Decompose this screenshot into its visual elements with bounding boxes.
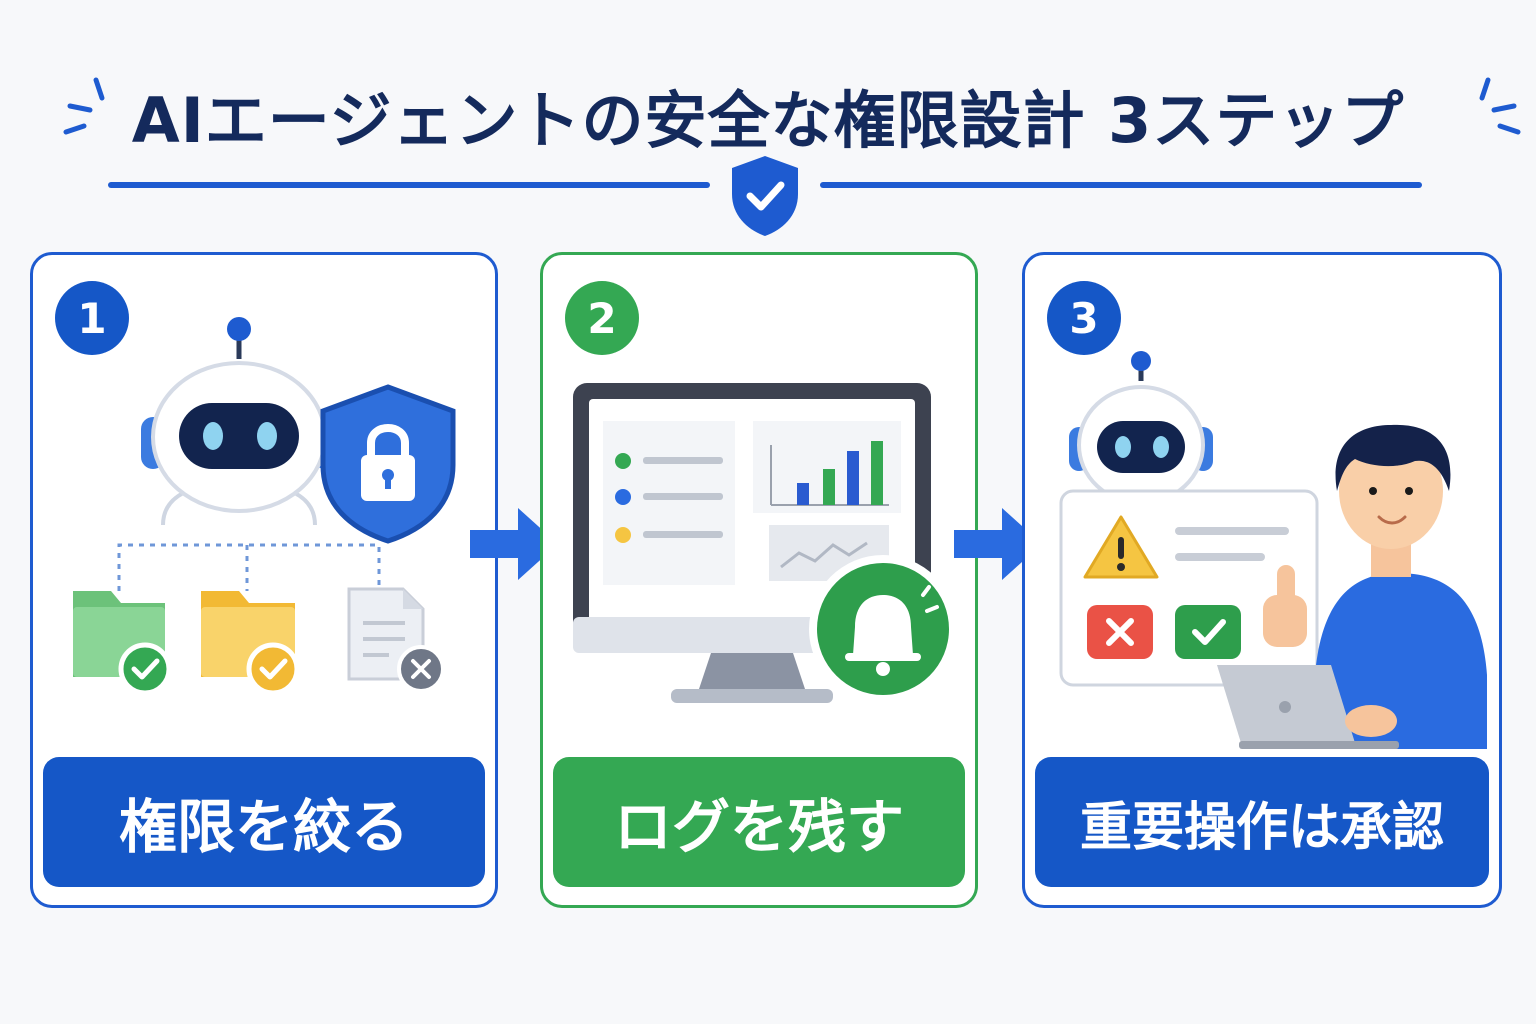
step-label: 権限を絞る bbox=[43, 757, 485, 887]
page-title: AIエージェントの安全な権限設計 3ステップ bbox=[131, 84, 1405, 157]
bar-chart-icon bbox=[753, 421, 901, 513]
warning-icon bbox=[1083, 515, 1159, 579]
step-label: 重要操作は承認 bbox=[1035, 757, 1489, 887]
step-3-illustration bbox=[1059, 351, 1487, 749]
robot-icon bbox=[1069, 351, 1213, 505]
folder-yellow-check-icon bbox=[201, 591, 300, 696]
folder-green-check-icon bbox=[73, 591, 172, 696]
reject-icon bbox=[1087, 605, 1153, 659]
step-2-illustration bbox=[573, 383, 957, 703]
lock-shield-icon bbox=[320, 384, 456, 544]
step-number: 1 bbox=[55, 281, 129, 355]
step-number: 2 bbox=[565, 281, 639, 355]
title-divider-right bbox=[820, 182, 1422, 188]
title-divider-left bbox=[108, 182, 710, 188]
sparkle-icon bbox=[63, 77, 105, 135]
laptop-icon bbox=[1217, 665, 1399, 749]
arrow-right-icon bbox=[470, 508, 558, 580]
robot-icon bbox=[141, 317, 337, 526]
arrow-right-icon bbox=[954, 508, 1042, 580]
approve-icon bbox=[1175, 605, 1241, 659]
shield-check-icon bbox=[732, 156, 798, 236]
log-list-icon bbox=[603, 421, 735, 585]
step-card-2: 2 bbox=[540, 252, 978, 908]
document-denied-icon bbox=[347, 587, 445, 693]
step-card-1: 1 bbox=[30, 252, 498, 908]
step-label: ログを残す bbox=[553, 757, 965, 887]
step-card-3: 3 bbox=[1022, 252, 1502, 908]
sparkle-icon bbox=[1479, 77, 1521, 135]
line-chart-icon bbox=[769, 525, 889, 581]
bell-icon bbox=[809, 555, 957, 703]
step-number: 3 bbox=[1047, 281, 1121, 355]
person-thumbs-up-icon bbox=[1263, 424, 1487, 749]
step-1-illustration bbox=[73, 317, 456, 696]
